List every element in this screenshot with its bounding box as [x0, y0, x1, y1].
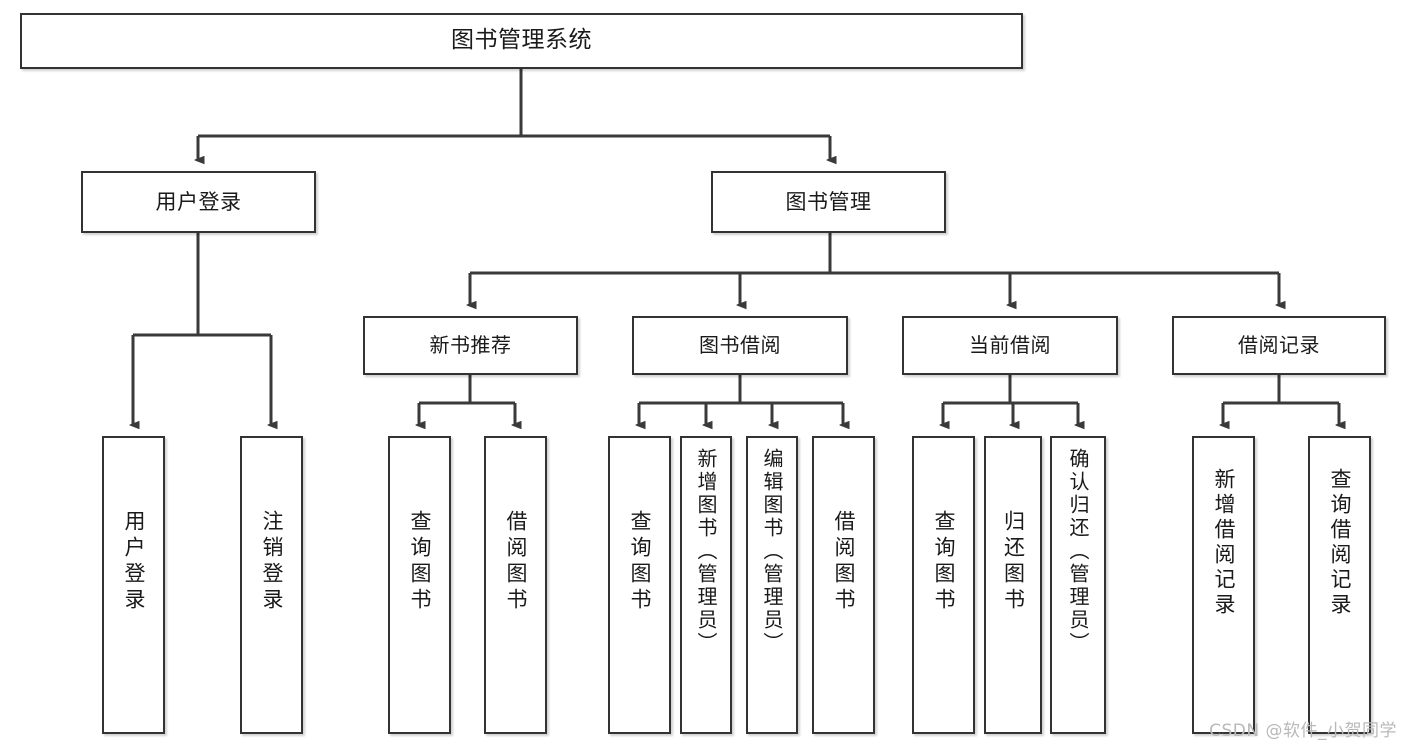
- node-label: 查询图书: [932, 510, 956, 614]
- node-leaf-query-book-current[interactable]: 查询图书: [912, 436, 975, 734]
- node-leaf-confirm-return[interactable]: 确认归还（管理员）: [1050, 436, 1106, 734]
- node-label: 图书借阅: [699, 332, 781, 357]
- node-label: 编辑图书（管理员）: [760, 448, 784, 655]
- node-book-borrow[interactable]: 图书借阅: [632, 316, 848, 375]
- node-label: 借阅图书: [832, 510, 856, 614]
- node-label: 借阅记录: [1238, 332, 1320, 357]
- node-label: 用户登录: [122, 510, 146, 614]
- node-label: 注销登录: [260, 510, 284, 614]
- node-label: 图书管理系统: [451, 27, 592, 54]
- node-current-borrow[interactable]: 当前借阅: [902, 316, 1118, 375]
- node-leaf-query-book-borrow[interactable]: 查询图书: [608, 436, 671, 734]
- node-leaf-add-book[interactable]: 新增图书（管理员）: [680, 436, 732, 734]
- node-label: 当前借阅: [969, 332, 1051, 357]
- node-label: 新增借阅记录: [1212, 468, 1236, 618]
- node-leaf-user-logout[interactable]: 注销登录: [240, 436, 303, 734]
- node-leaf-borrow-book-borrow[interactable]: 借阅图书: [812, 436, 875, 734]
- node-label: 归还图书: [1001, 510, 1026, 614]
- node-label: 新增图书（管理员）: [694, 448, 718, 655]
- node-leaf-add-borrow-record[interactable]: 新增借阅记录: [1192, 436, 1255, 734]
- node-leaf-borrow-book-recommend[interactable]: 借阅图书: [484, 436, 547, 734]
- node-leaf-query-book-recommend[interactable]: 查询图书: [388, 436, 451, 734]
- node-label: 用户登录: [155, 189, 242, 214]
- csdn-watermark: CSDN @软件_小贺同学: [1209, 721, 1397, 741]
- node-leaf-return-book[interactable]: 归还图书: [984, 436, 1042, 734]
- node-label: 查询借阅记录: [1328, 468, 1352, 618]
- node-root-system[interactable]: 图书管理系统: [20, 13, 1023, 69]
- node-new-book-recommend[interactable]: 新书推荐: [363, 316, 578, 375]
- node-label: 查询图书: [628, 510, 652, 614]
- node-leaf-query-borrow-record[interactable]: 查询借阅记录: [1308, 436, 1371, 734]
- node-book-manage[interactable]: 图书管理: [711, 171, 946, 233]
- node-leaf-user-login[interactable]: 用户登录: [102, 436, 165, 734]
- node-user-login[interactable]: 用户登录: [81, 171, 316, 233]
- node-borrow-record[interactable]: 借阅记录: [1172, 316, 1386, 375]
- node-label: 确认归还（管理员）: [1066, 448, 1090, 655]
- node-label: 查询图书: [408, 510, 432, 614]
- node-label: 借阅图书: [504, 510, 528, 614]
- node-label: 新书推荐: [429, 332, 512, 357]
- node-label: 图书管理: [785, 189, 872, 214]
- node-leaf-edit-book[interactable]: 编辑图书（管理员）: [746, 436, 798, 734]
